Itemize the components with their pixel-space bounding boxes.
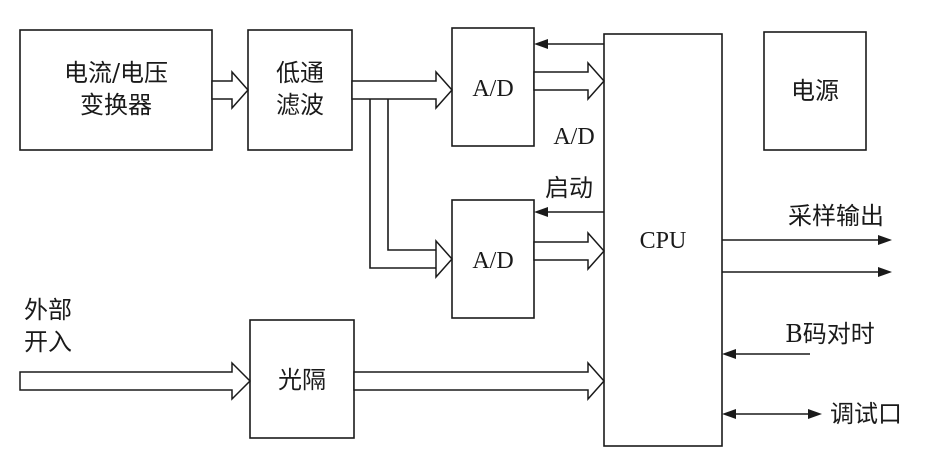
lowpass-filter-block: 低通 滤波 (247, 29, 353, 151)
optocoupler-block: 光隔 (249, 319, 355, 439)
ad-bottom-to-cpu-arrow (533, 231, 606, 271)
cpu-to-ad-bottom-start-arrowhead (534, 207, 548, 217)
optocoupler-to-cpu-arrow (353, 361, 606, 401)
start-label: 启动 (545, 174, 593, 202)
lowpass-label-line2: 滤波 (276, 91, 324, 119)
filter-branch-line-inner (387, 99, 436, 251)
ad-top-label: A/D (472, 76, 513, 102)
cpu-block: CPU (603, 33, 723, 447)
lowpass-label-line1: 低通 (276, 59, 324, 87)
external-input-label-line1: 外部 (24, 296, 72, 324)
transformer-label-line2: 变换器 (80, 91, 152, 119)
b-code-sync-arrowhead (722, 349, 736, 359)
filter-to-ad-top-arrow (351, 70, 454, 110)
ad-signal-label: A/D (553, 124, 594, 150)
transformer-label-line1: 电流/电压 (64, 59, 168, 87)
debug-port-arrowhead-right (808, 409, 822, 419)
ad-top-to-cpu-arrow (533, 61, 606, 101)
filter-branch-line-outer (369, 99, 436, 269)
b-code-sync-label: B码对时 (785, 320, 875, 348)
ad-converter-top-block: A/D (451, 27, 535, 147)
external-input-label-line2: 开入 (24, 328, 72, 356)
ad-bottom-label: A/D (472, 248, 513, 274)
power-label: 电源 (791, 77, 839, 105)
ad-converter-bottom-block: A/D (451, 199, 535, 319)
filter-to-ad-bottom-arrow-head (435, 239, 454, 279)
debug-port-arrowhead-left (722, 409, 736, 419)
optocoupler-label: 光隔 (278, 366, 326, 394)
sample-output-arrowhead-2 (878, 267, 892, 277)
external-input-to-optocoupler-arrow (19, 361, 252, 401)
sample-output-label: 采样输出 (788, 202, 884, 230)
transformer-to-filter-arrow (211, 70, 250, 110)
cpu-label: CPU (640, 228, 687, 254)
debug-port-label: 调试口 (830, 400, 902, 428)
power-supply-block: 电源 (763, 31, 867, 151)
transformer-block: 电流/电压 变换器 (19, 29, 213, 151)
cpu-to-ad-top-control-arrowhead (534, 39, 548, 49)
sample-output-arrowhead-1 (878, 235, 892, 245)
